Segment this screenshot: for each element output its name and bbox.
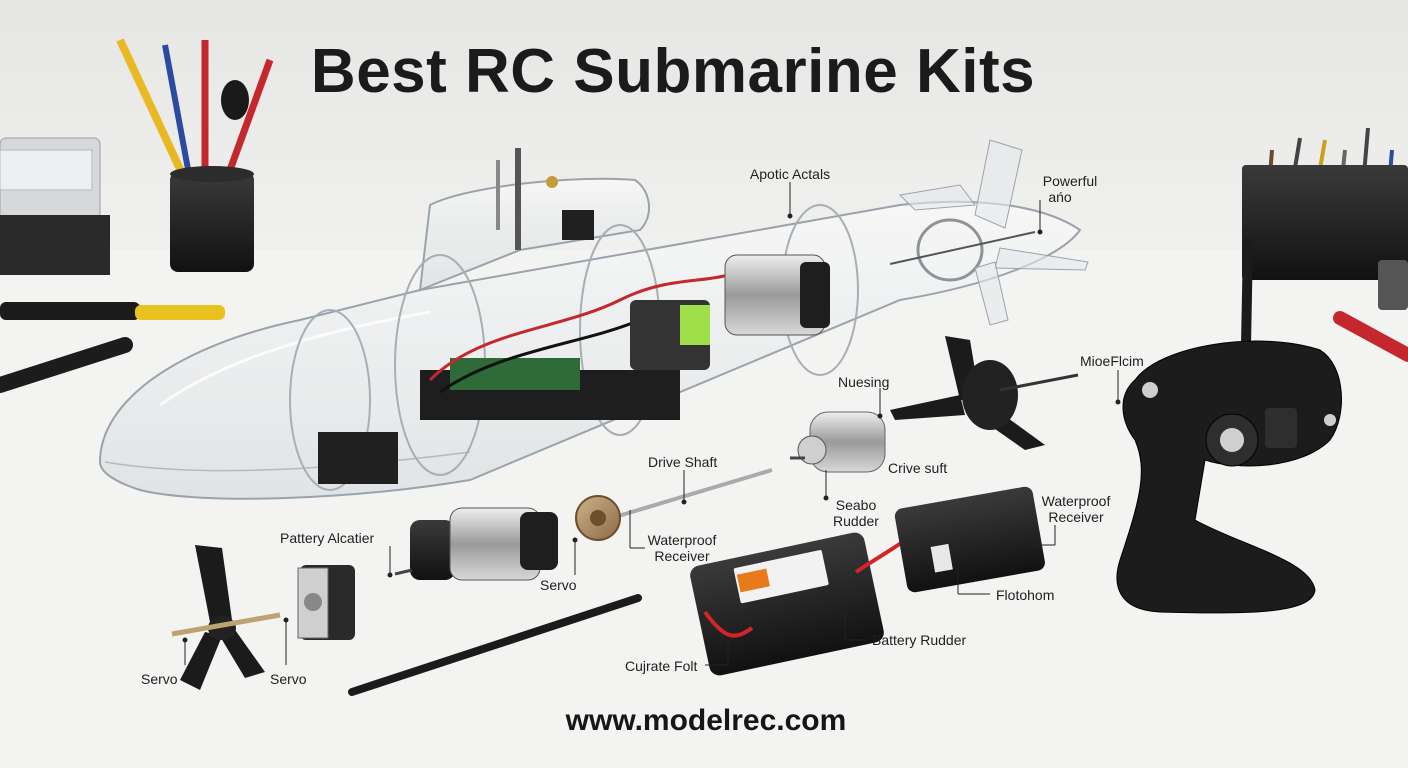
tool-tray-right xyxy=(1242,127,1408,310)
label-waterproof-mid: Waterproof xyxy=(647,532,717,548)
page-title: Best RC Submarine Kits xyxy=(310,37,1036,106)
servo-block xyxy=(297,565,355,640)
submarine-hull xyxy=(98,139,1089,500)
screwdriver-yellow xyxy=(0,302,225,320)
screwdriver-red-right xyxy=(1333,311,1408,362)
label-receiver-mid: Receiver xyxy=(654,548,710,564)
label-powerful-sub: ańo xyxy=(1048,189,1072,205)
website-url: www.modelrec.com xyxy=(565,704,847,737)
label-drive-shaft: Drive Shaft xyxy=(648,454,718,470)
label-waterproof-right: Waterproof xyxy=(1041,493,1111,509)
label-cujrate-folt: Cujrate Folt xyxy=(625,658,698,674)
label-apotic-actals: Apotic Actals xyxy=(749,166,831,182)
receiver-box xyxy=(894,486,1045,593)
callout-lines xyxy=(182,182,1121,666)
label-pattery-alcatier: Pattery Alcatier xyxy=(280,530,375,546)
label-crive-suft: Crive suft xyxy=(888,460,948,476)
ducted-propeller xyxy=(890,336,1079,450)
battery-pack xyxy=(690,532,907,676)
label-rudder: Rudder xyxy=(833,513,879,529)
small-motor xyxy=(790,411,886,473)
label-flotohom: Flotohom xyxy=(996,587,1055,603)
label-receiver-right: Receiver xyxy=(1048,509,1104,525)
rc-transmitter xyxy=(1116,238,1342,614)
drive-motor xyxy=(394,507,558,581)
label-servo-left: Servo xyxy=(141,671,178,687)
label-mioeflcim: MioeFlcim xyxy=(1080,353,1144,369)
desk-device-left xyxy=(0,137,110,275)
label-nuesing: Nuesing xyxy=(838,374,890,390)
screwdriver-black xyxy=(0,337,133,393)
long-rod xyxy=(348,594,642,696)
left-propeller xyxy=(171,545,281,690)
label-servo-mid: Servo xyxy=(540,577,577,593)
drive-shaft xyxy=(575,468,773,541)
pen-cup xyxy=(116,38,274,272)
label-battery-rudder: Battery Rudder xyxy=(872,632,967,648)
label-servo-left-2: Servo xyxy=(270,671,307,687)
label-seabo: Seabo xyxy=(835,497,877,513)
label-powerful: Powerful xyxy=(1042,173,1098,189)
